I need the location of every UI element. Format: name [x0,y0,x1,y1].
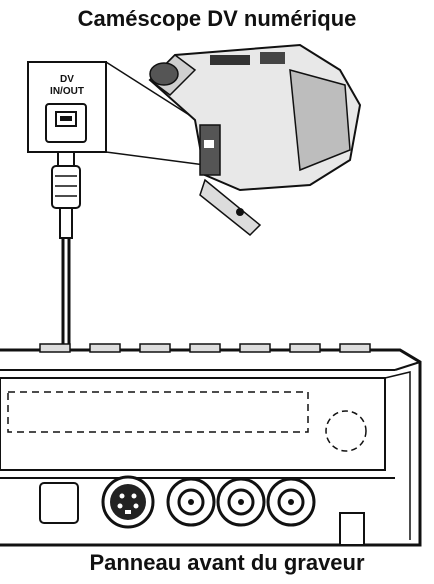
dv-label-line1: DV [60,74,74,85]
recorder-front-panel-icon [0,343,422,547]
dv-label-line2: IN/OUT [50,86,84,97]
camcorder-icon [148,43,362,237]
camcorder-title: Caméscope DV numérique [77,6,357,31]
s-video-jack-icon [101,475,155,529]
rca-jack-icon [166,477,316,527]
recorder-panel-title: Panneau avant du graveur [89,550,365,575]
dv-port-callout: DV IN/OUT [27,61,107,153]
dv-jack-panel-icon [39,482,79,524]
callout-line-bottom [105,151,206,166]
